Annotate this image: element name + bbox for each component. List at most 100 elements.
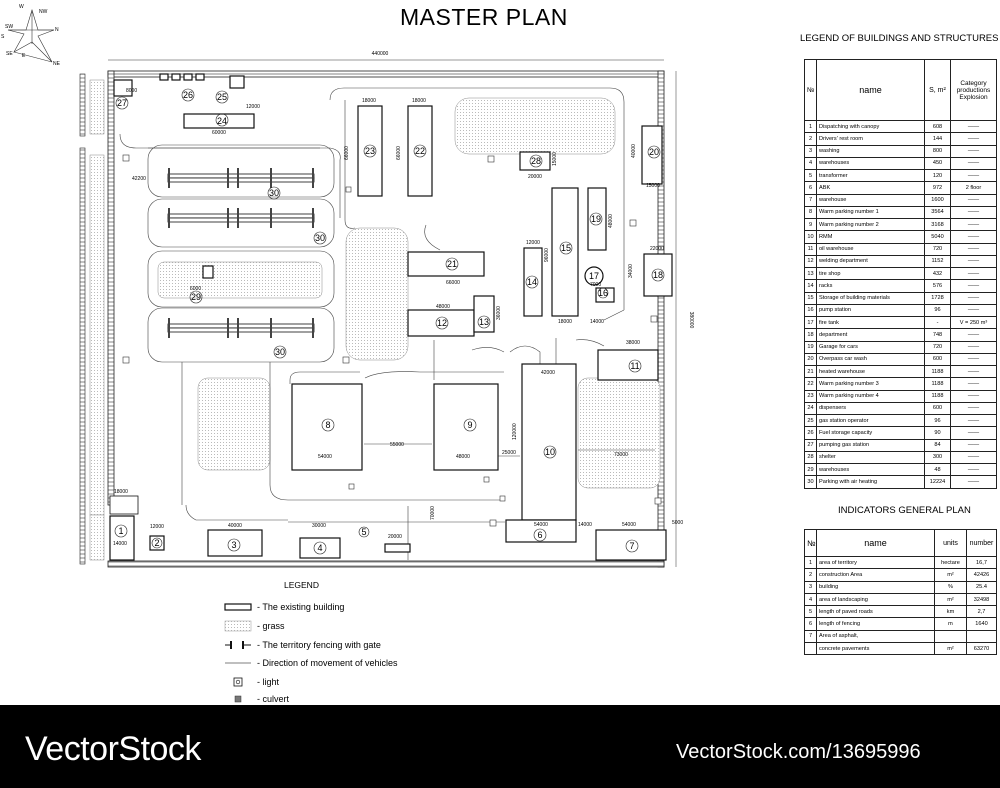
legend-cell-no: 8 — [804, 205, 817, 220]
compass-n: N — [55, 27, 59, 33]
legend-cell-cat: —— — [950, 242, 997, 256]
legend-cell-name: pumping gas station — [816, 438, 925, 452]
building-9 — [433, 383, 499, 471]
building-13 — [473, 295, 495, 333]
indicator-cell-no: 7 — [804, 629, 817, 644]
legend-cell-cat: —— — [950, 279, 997, 293]
legend-cell-cat: —— — [950, 364, 997, 379]
legend-cell-cat: —— — [950, 119, 997, 134]
indicator-cell-number: 16,7 — [966, 555, 997, 570]
indicator-cell-name: area of territory — [816, 555, 935, 570]
legend-cell-name: warehouse — [816, 193, 925, 207]
svg-text:12000: 12000 — [150, 524, 164, 530]
svg-text:54000: 54000 — [622, 522, 636, 528]
building-23 — [357, 105, 383, 197]
legend-cell-no: 1 — [804, 119, 817, 134]
legend-cell-no: 30 — [804, 475, 817, 489]
label-28: 28 — [531, 156, 541, 166]
svg-text:55000: 55000 — [390, 442, 404, 448]
indicator-cell-name: concrete pavements — [816, 642, 935, 656]
legend-cell-area: 3564 — [924, 205, 951, 220]
legend-cell-cat: —— — [950, 132, 997, 146]
legend-cell-cat: —— — [950, 328, 997, 342]
building-28 — [519, 151, 551, 171]
col-area: S, m² — [924, 59, 951, 121]
legend-cell-area: 972 — [924, 181, 951, 195]
label-3: 3 — [231, 540, 236, 550]
dimension-labels: 42200 60000 12000 8000 18000 18000 66000… — [113, 88, 683, 547]
building-27 — [113, 79, 133, 97]
building-14 — [523, 247, 543, 317]
legend-cell-no: 28 — [804, 450, 817, 465]
label-23: 23 — [365, 146, 375, 156]
compass-nw: NW — [39, 9, 48, 15]
legend-cell-cat: 2 floor — [950, 181, 997, 195]
legend-cell-area: 432 — [924, 266, 951, 281]
legend-cell-area: 1188 — [924, 364, 951, 379]
legend-cell-cat: —— — [950, 413, 997, 428]
legend-cell-no: 2 — [804, 132, 817, 146]
indicator-cell-name: building — [816, 580, 935, 594]
page-title: MASTER PLAN — [400, 4, 568, 30]
legend-cell-name: department — [816, 328, 925, 342]
direction-line-icon — [225, 662, 251, 664]
indicator-cell-number: 32498 — [966, 592, 997, 607]
legend-cell-cat: —— — [950, 340, 997, 354]
col-name: name — [816, 59, 925, 121]
compass-s: S — [1, 34, 5, 40]
building-4 — [299, 537, 341, 559]
roads — [119, 87, 655, 560]
svg-text:18000: 18000 — [558, 319, 572, 325]
legend-cell-name: Garage for cars — [816, 340, 925, 354]
svg-text:34000: 34000 — [628, 264, 634, 278]
legend-cell-no: 27 — [804, 438, 817, 452]
legend-cell-area: 1728 — [924, 291, 951, 305]
building-labels: 27 26 25 24 23 22 28 20 19 15 21 14 17 1… — [114, 88, 665, 555]
compass-ne: NE — [53, 61, 61, 67]
compass-rose: N NW W SW S SE E NE — [1, 4, 61, 67]
legend-cell-name: Parking with air heating — [816, 475, 925, 489]
light-icon — [233, 677, 243, 687]
legend-cell-area: 720 — [924, 242, 951, 256]
legend-cell-area: 720 — [924, 340, 951, 354]
legend-cell-cat: —— — [950, 389, 997, 403]
label-2: 2 — [154, 538, 159, 548]
label-14: 14 — [527, 277, 537, 287]
legend-cell-area: 5040 — [924, 230, 951, 244]
indicator-cell-number: 42426 — [966, 568, 997, 582]
legend-cell-area: 120 — [924, 168, 951, 183]
grass-symbol-icon — [224, 620, 252, 632]
svg-text:48000: 48000 — [608, 214, 614, 228]
legend-cell-no: 5 — [804, 168, 817, 183]
indicator-cell-name: construction Area — [816, 568, 935, 582]
territory-fence — [79, 70, 665, 568]
label-17: 17 — [589, 271, 599, 281]
compass-w: W — [19, 4, 24, 10]
label-20: 20 — [649, 147, 659, 157]
legend-cell-no: 13 — [804, 266, 817, 281]
label-9: 9 — [467, 420, 472, 430]
svg-text:40000: 40000 — [631, 144, 637, 158]
label-30b: 30 — [315, 233, 325, 243]
legend-cell-no: 22 — [804, 377, 817, 391]
indicator-cell-number: 2,7 — [966, 605, 997, 619]
legend-cell-name: warehouses — [816, 156, 925, 171]
legend-cell-cat: —— — [950, 475, 997, 489]
legend-cell-cat: —— — [950, 450, 997, 465]
svg-text:66000: 66000 — [396, 146, 402, 160]
svg-text:18000: 18000 — [362, 98, 376, 104]
dim-site-height: 380000 — [688, 312, 694, 329]
legend-cell-cat: —— — [950, 426, 997, 440]
label-7: 7 — [629, 541, 634, 551]
indicator-cell-number: 1640 — [966, 617, 997, 631]
legend-cell-area: 1600 — [924, 193, 951, 207]
